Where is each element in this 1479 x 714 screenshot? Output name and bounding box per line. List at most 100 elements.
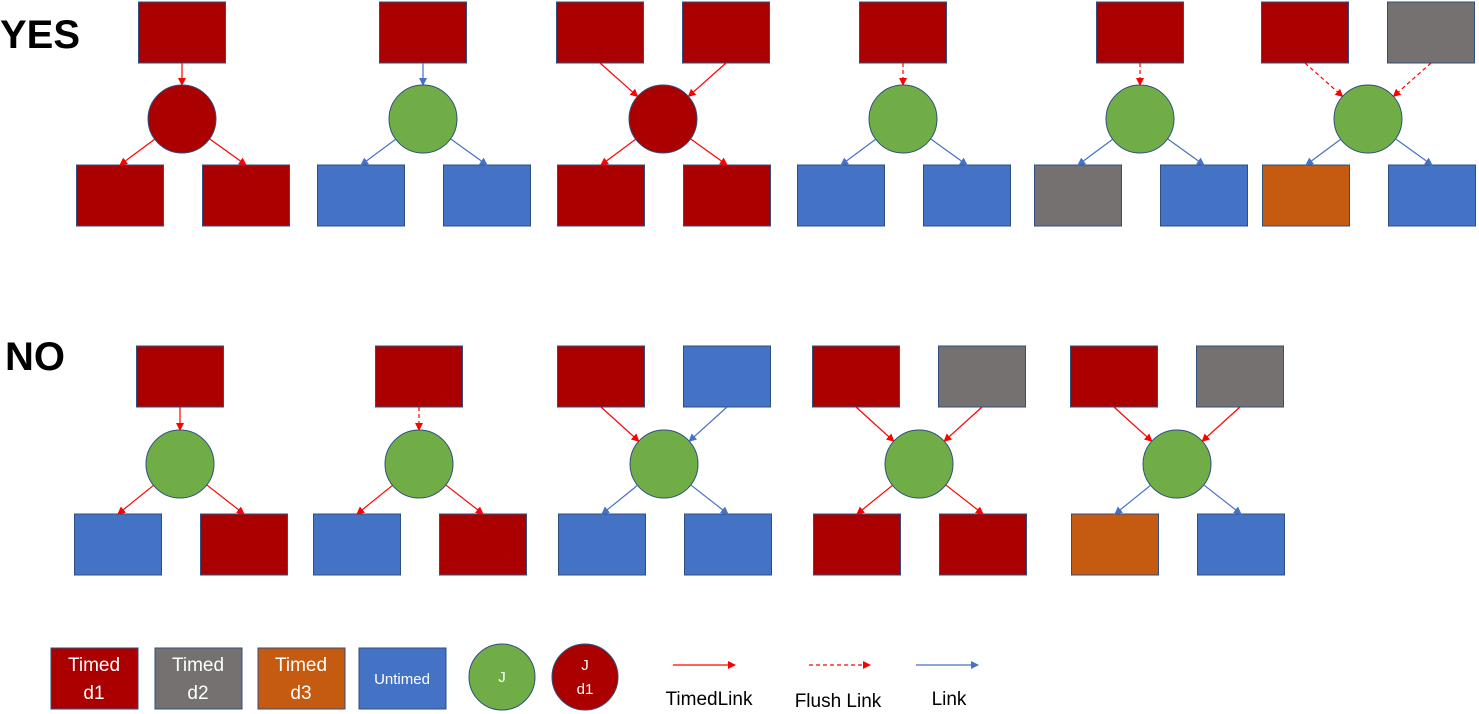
output-link <box>690 138 728 166</box>
legend-timed-link-label: TimedLink <box>666 689 753 710</box>
input-link <box>1113 406 1153 442</box>
legend-timed-d1-swatch <box>50 647 139 710</box>
diagram-no-4 <box>812 345 1027 576</box>
diagram-no-3 <box>557 345 772 576</box>
legend-junction-swatch <box>468 643 536 711</box>
output-link <box>450 138 488 166</box>
output-node <box>1262 164 1350 227</box>
output-node <box>1160 164 1248 227</box>
source-node <box>938 345 1026 408</box>
junction-node <box>388 84 458 154</box>
junction-node <box>629 429 699 499</box>
output-link <box>1395 138 1433 166</box>
legend-timed-d3-swatch <box>257 647 346 710</box>
input-link <box>855 406 895 442</box>
legend: Timed d1 Timed d2 Timed d3 Untimed J J d… <box>50 643 979 712</box>
output-link <box>690 484 729 515</box>
input-link <box>1304 62 1344 98</box>
output-link <box>356 484 393 515</box>
output-node <box>200 513 288 576</box>
output-node <box>317 164 405 227</box>
output-node <box>813 513 901 576</box>
source-node <box>136 345 224 408</box>
input-link <box>1392 62 1432 98</box>
legend-timed-d2-line1: Timed <box>172 655 224 676</box>
output-link <box>856 484 893 515</box>
diagram-no-2 <box>313 345 527 576</box>
diagram-yes-2 <box>317 1 531 227</box>
diagram-yes-4 <box>797 1 1011 227</box>
source-node <box>682 1 770 64</box>
output-link <box>119 138 156 166</box>
legend-flush-link-label: Flush Link <box>795 691 882 712</box>
source-node <box>859 1 947 64</box>
legend-untimed-swatch <box>358 647 447 710</box>
legend-timed-d2: Timed d2 <box>154 647 243 710</box>
source-node <box>812 345 900 408</box>
output-node <box>797 164 885 227</box>
output-link <box>600 138 637 166</box>
junction-node <box>384 429 454 499</box>
source-node <box>138 1 226 64</box>
output-link <box>930 138 968 166</box>
source-node <box>379 1 467 64</box>
legend-timed-d1: Timed d1 <box>50 647 139 710</box>
diagram-yes-6 <box>1261 1 1476 227</box>
source-node <box>1070 345 1158 408</box>
diagram-yes-1 <box>76 1 290 227</box>
junction-node <box>868 84 938 154</box>
output-node <box>558 513 646 576</box>
legend-junction-d1-swatch <box>551 643 619 711</box>
junction-node <box>1333 84 1403 154</box>
legend-junction: J <box>468 643 536 711</box>
output-node <box>443 164 531 227</box>
source-node <box>1387 1 1475 64</box>
input-link <box>688 406 728 442</box>
output-link <box>206 484 245 515</box>
junction-node <box>145 429 215 499</box>
legend-timed-d1-line2: d1 <box>83 683 104 704</box>
row-label-no: NO <box>5 335 65 379</box>
output-node <box>313 513 401 576</box>
output-node <box>439 513 527 576</box>
legend-timed-d3: Timed d3 <box>257 647 346 710</box>
output-node <box>684 513 772 576</box>
source-node <box>556 1 644 64</box>
legend-timed-d3-line1: Timed <box>275 655 327 676</box>
legend-junction-d1-line1: J <box>581 657 589 674</box>
row-label-yes: YES <box>0 13 80 57</box>
source-node <box>683 345 771 408</box>
legend-timed-d3-line2: d3 <box>290 683 311 704</box>
legend-junction-d1: J d1 <box>551 643 619 711</box>
legend-timed-d2-line2: d2 <box>187 683 208 704</box>
input-link <box>943 406 983 442</box>
diagram-no-1 <box>74 345 288 576</box>
output-link <box>840 138 877 166</box>
legend-timed-d2-swatch <box>154 647 243 710</box>
output-link <box>360 138 397 166</box>
legend-junction-label: J <box>498 669 506 686</box>
junction-node <box>1142 429 1212 499</box>
junction-node <box>628 84 698 154</box>
diagram-yes-5 <box>1034 1 1248 227</box>
legend-untimed: Untimed <box>358 647 447 710</box>
legend-timed-d1-line1: Timed <box>68 655 120 676</box>
output-node <box>1034 164 1122 227</box>
output-node <box>1388 164 1476 227</box>
input-link <box>599 62 639 98</box>
legend-junction-d1-line2: d1 <box>577 681 594 698</box>
junction-node <box>884 429 954 499</box>
output-link <box>1114 484 1151 515</box>
output-link <box>945 484 984 515</box>
output-node <box>923 164 1011 227</box>
junction-node <box>147 84 217 154</box>
source-node <box>557 345 645 408</box>
legend-link-label: Link <box>932 689 967 710</box>
output-node <box>939 513 1027 576</box>
output-node <box>74 513 162 576</box>
diagram-groups <box>74 1 1476 576</box>
diagram-yes-3 <box>556 1 771 227</box>
input-link <box>600 406 640 442</box>
source-node <box>375 345 463 408</box>
